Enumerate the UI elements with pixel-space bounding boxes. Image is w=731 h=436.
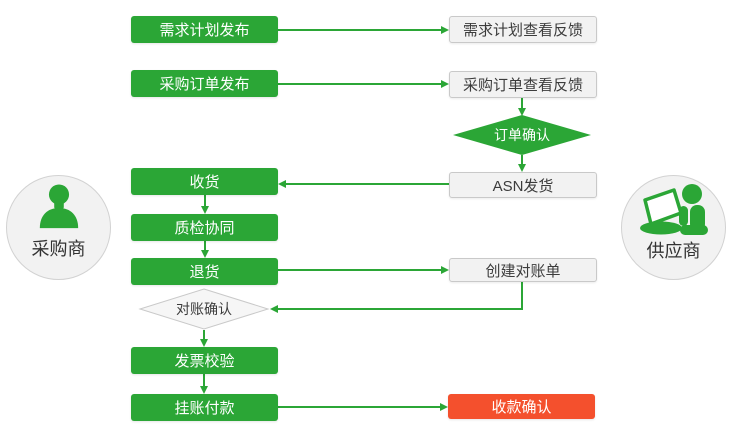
- actor-buyer: 采购商: [6, 175, 111, 280]
- diamond-shape: [138, 288, 270, 330]
- actor-buyer-label: 采购商: [31, 239, 86, 259]
- edge-asn-to-receiving: [278, 180, 449, 188]
- node-return-goods: 退货: [131, 258, 278, 285]
- edge-reconciliation-to-invoice: [200, 330, 208, 347]
- edge-po-publish-to-feedback: [278, 80, 449, 88]
- actor-supplier: 供应商: [621, 175, 726, 280]
- edge-book-payment-to-payment-received: [278, 403, 448, 411]
- node-order-confirm-label: 订单确认: [494, 127, 550, 143]
- edge-order-confirm-to-asn: [518, 155, 526, 172]
- node-quality-collab: 质检协同: [131, 214, 278, 241]
- edge-return-to-create-statement: [278, 266, 449, 274]
- node-book-payment: 挂账付款: [131, 394, 278, 421]
- actor-supplier-label: 供应商: [646, 241, 701, 261]
- node-invoice-verify: 发票校验: [131, 347, 278, 374]
- edge-quality-to-return: [201, 241, 209, 258]
- node-reconciliation-confirm: 对账确认: [138, 288, 270, 330]
- node-demand-plan-publish: 需求计划发布: [131, 16, 278, 43]
- diamond-shape: [453, 115, 591, 155]
- person-at-computer-icon: [639, 184, 708, 235]
- node-receiving: 收货: [131, 168, 278, 195]
- node-reconciliation-confirm-label: 对账确认: [176, 301, 232, 317]
- edge-invoice-to-book-payment: [200, 374, 208, 394]
- edge-create-statement-to-reconciliation: [270, 282, 523, 313]
- node-asn-shipment: ASN发货: [449, 172, 597, 198]
- node-payment-received-confirm: 收款确认: [448, 394, 595, 419]
- edge-demand-plan-publish-to-feedback: [278, 26, 449, 34]
- node-purchase-order-publish: 采购订单发布: [131, 70, 278, 97]
- node-demand-plan-feedback: 需求计划查看反馈: [449, 16, 597, 43]
- person-icon: [39, 184, 78, 229]
- node-purchase-order-feedback: 采购订单查看反馈: [449, 71, 597, 98]
- edge-po-feedback-to-order-confirm: [518, 98, 526, 116]
- node-create-statement: 创建对账单: [449, 258, 597, 282]
- node-order-confirm: 订单确认: [452, 115, 592, 155]
- edge-receiving-to-quality: [201, 195, 209, 214]
